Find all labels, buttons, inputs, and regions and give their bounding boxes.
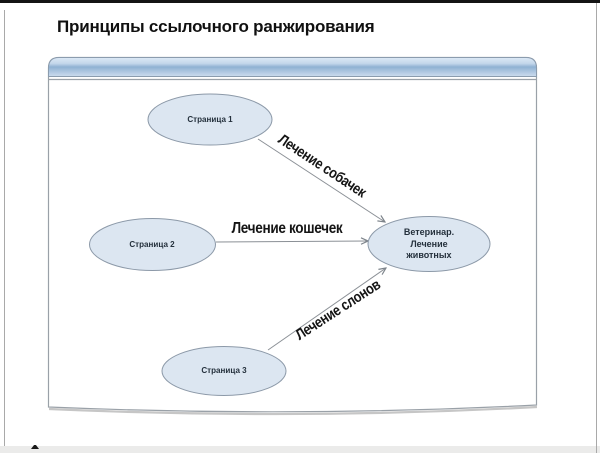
- edge-page3-to-target: [267, 268, 386, 351]
- edge-page2-to-target: [215, 241, 368, 242]
- target-line-3: животных: [406, 249, 452, 260]
- node-label-target-vet: Ветеринар. Лечение животных: [404, 227, 454, 262]
- slide-title: Принципы ссылочного ранжирования: [57, 17, 375, 36]
- frame-bottom-strip: [0, 446, 600, 453]
- node-label-page2: Страница 2: [129, 239, 175, 249]
- node-page2: [89, 218, 216, 271]
- cropped-caption-fragment: [31, 445, 39, 449]
- frame-left-border: [4, 10, 5, 446]
- frame-top-border: [0, 0, 600, 3]
- node-page1: [147, 93, 273, 146]
- node-label-page1: Страница 1: [187, 114, 233, 124]
- target-line-2: Лечение: [410, 238, 448, 249]
- node-target-vet: [367, 216, 491, 272]
- edge-page1-to-target: [257, 138, 385, 222]
- window-bottom-shadow: [48, 405, 538, 416]
- edge-label-cats: Лечение кошечек: [231, 220, 343, 237]
- node-label-page3: Страница 3: [201, 365, 247, 375]
- node-page3: [161, 346, 287, 396]
- window-titlebar: [48, 57, 537, 77]
- frame-right-border: [596, 3, 597, 453]
- target-line-1: Ветеринар.: [403, 226, 455, 237]
